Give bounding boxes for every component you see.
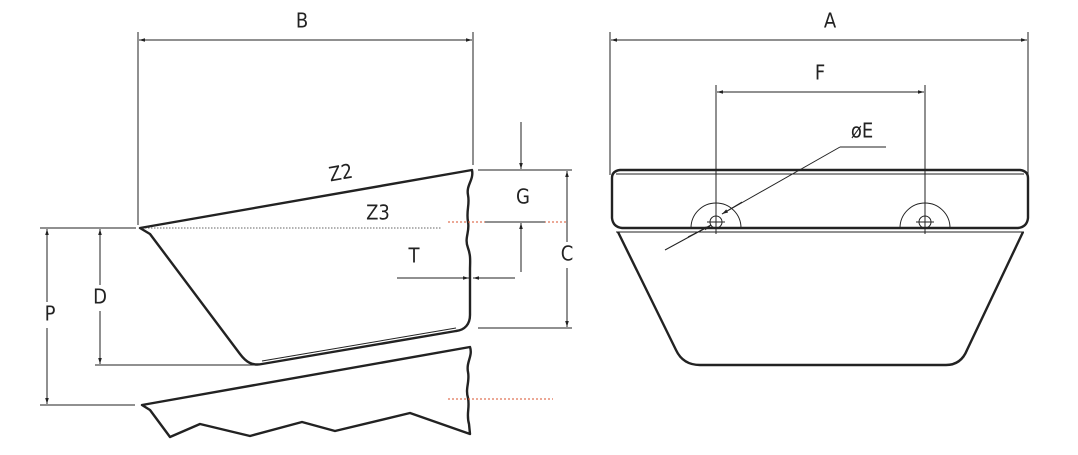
dimension-t: T [397, 244, 515, 280]
label-d: D [93, 285, 107, 309]
side-view: B Z2 Z3 G C T [40, 9, 576, 439]
lower-bucket-fragment [140, 345, 472, 439]
label-c: C [561, 242, 574, 266]
dimension-p: P [40, 227, 136, 406]
dimension-f: F [715, 61, 926, 234]
label-f: F [815, 61, 825, 85]
dimension-a: A [609, 9, 1029, 175]
label-a: A [824, 9, 837, 33]
dimension-g: G [478, 122, 572, 272]
label-b: B [296, 9, 308, 33]
dimension-c: C [478, 171, 576, 329]
label-p: P [45, 302, 56, 326]
label-z2: Z2 [327, 159, 355, 187]
dimension-b: B [137, 9, 474, 225]
bucket-bottom-inner [261, 327, 457, 362]
label-z3: Z3 [366, 201, 390, 225]
dimension-e: øE [664, 119, 886, 251]
label-t: T [408, 244, 421, 268]
bucket-profile [138, 168, 474, 366]
front-view: A F øE [609, 9, 1030, 367]
bolt-hole-left [690, 202, 742, 229]
bucket-body [616, 231, 1025, 367]
label-e: øE [851, 119, 873, 143]
dimension-d: D [91, 229, 255, 366]
label-g: G [516, 185, 530, 209]
bolt-hole-right [899, 202, 951, 229]
bucket-rim [610, 168, 1030, 230]
